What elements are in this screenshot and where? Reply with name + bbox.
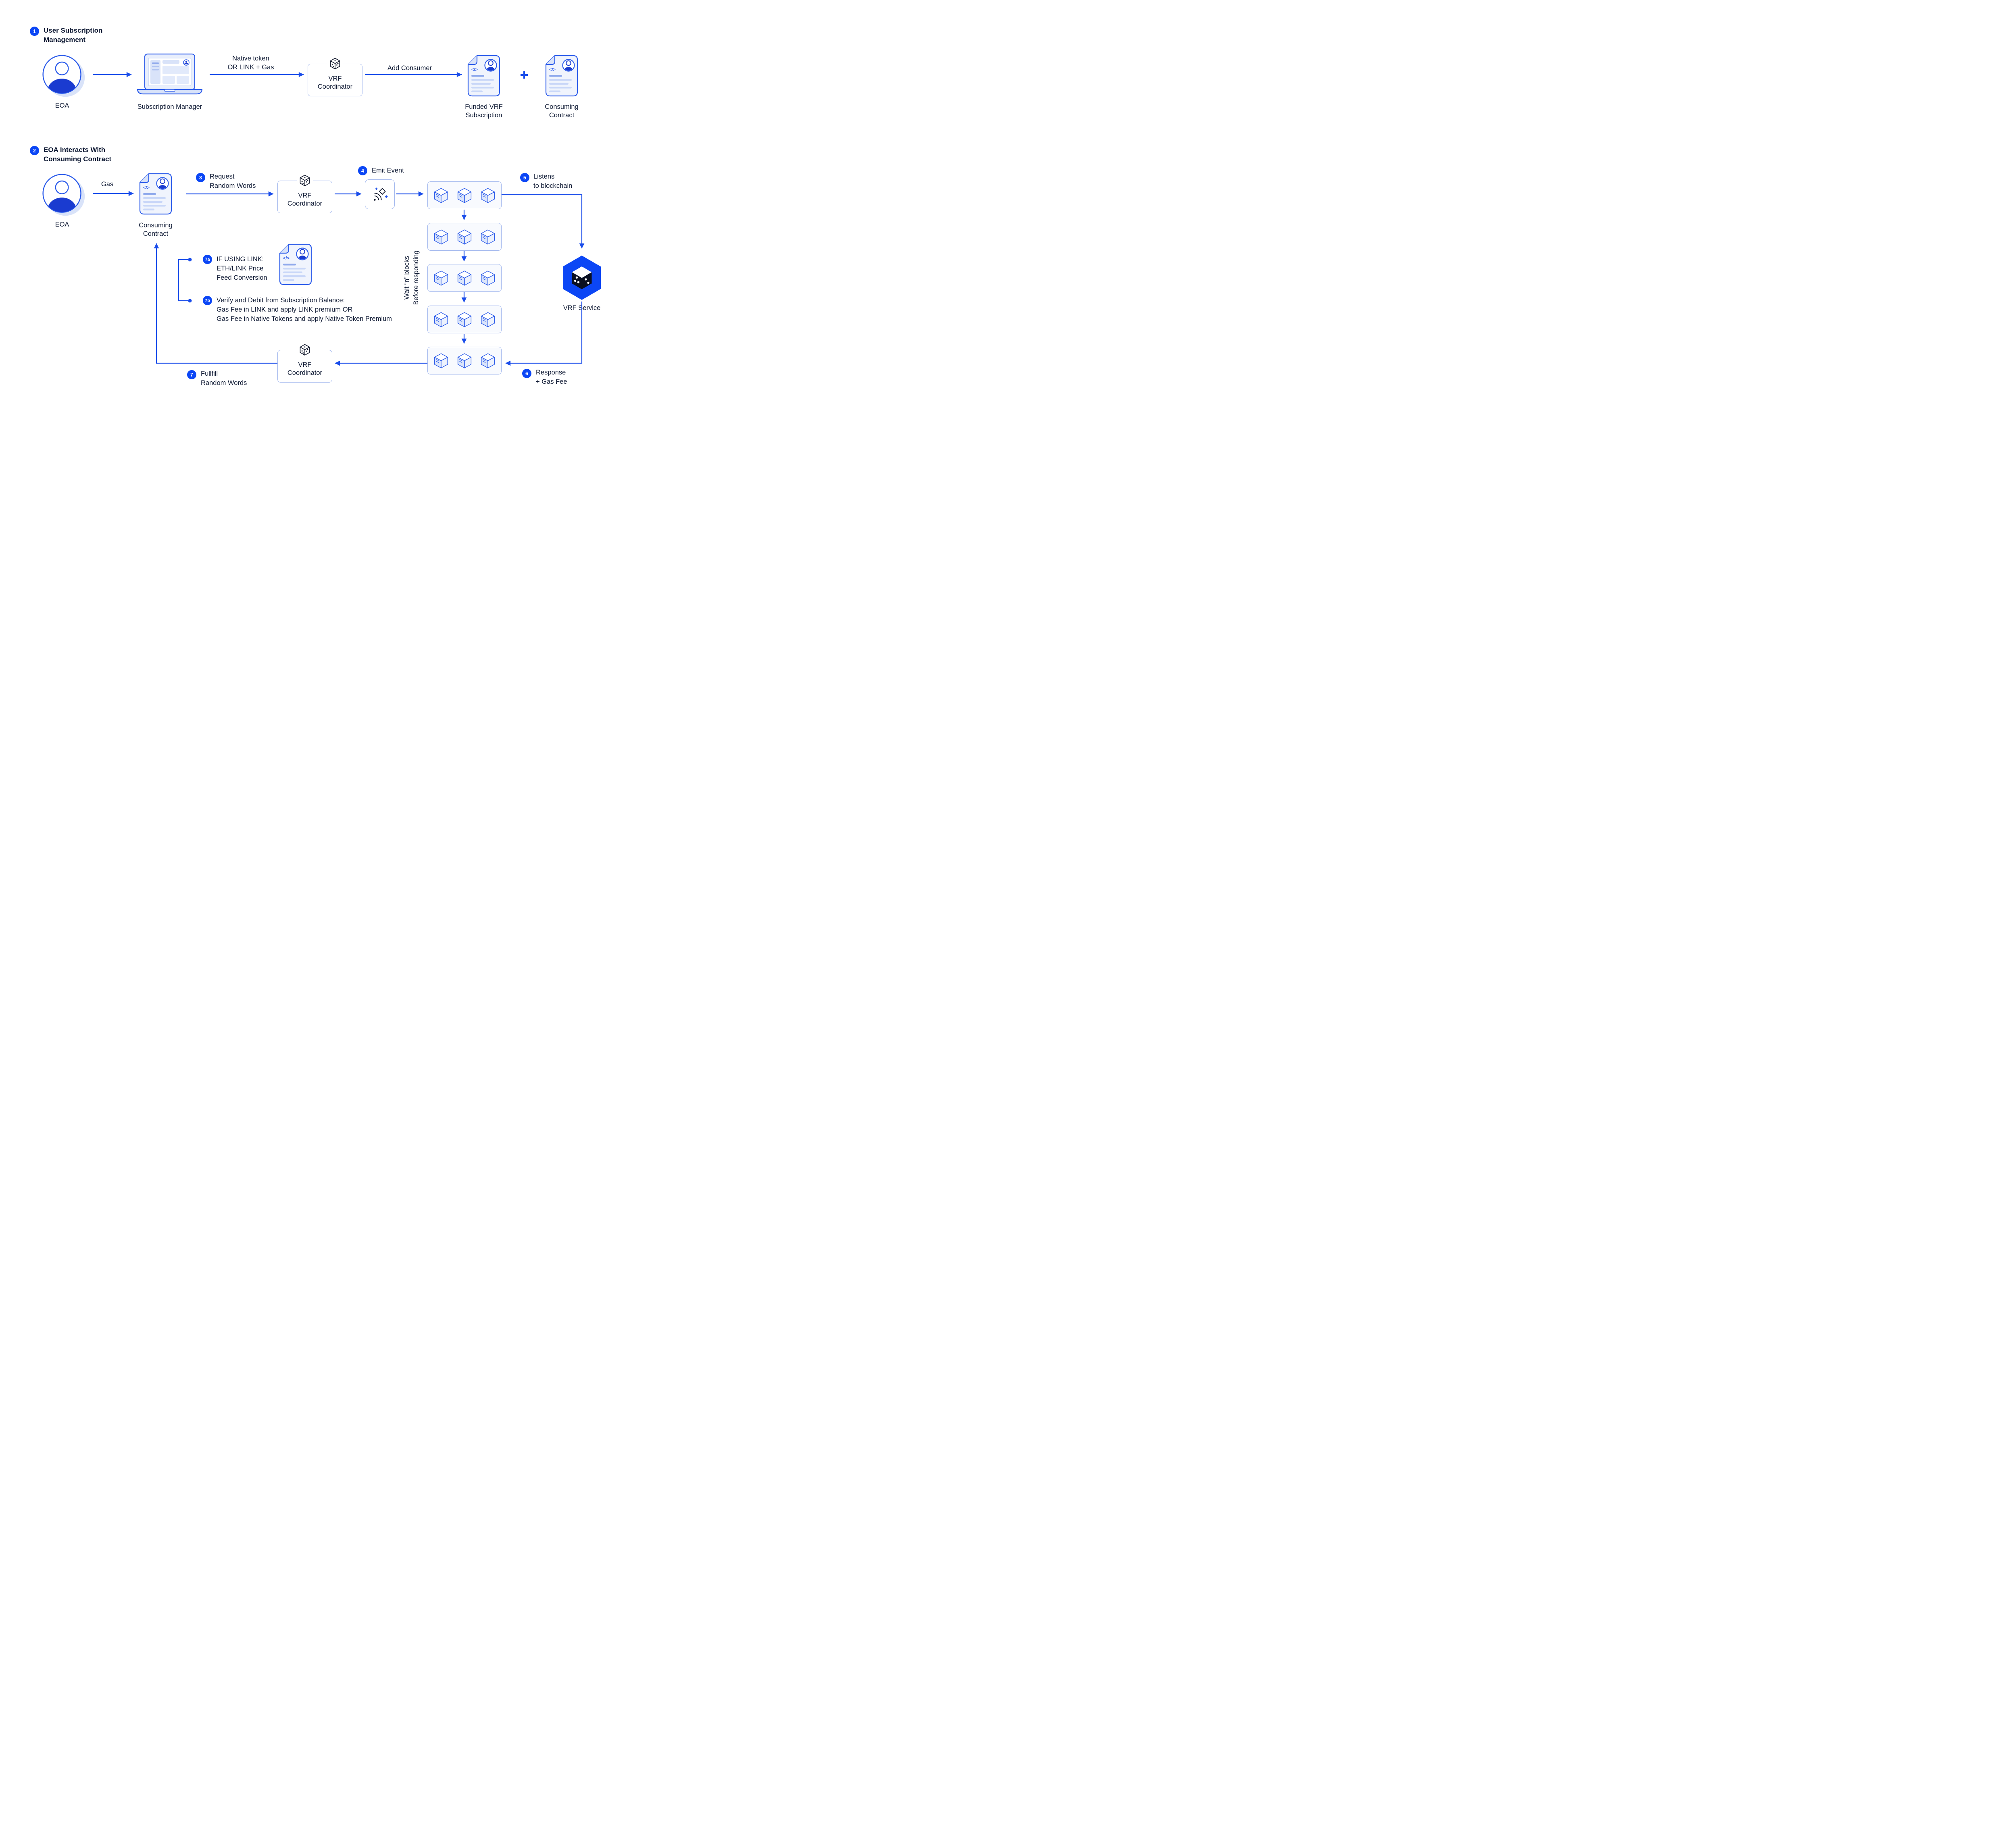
funded-vrf-subscription-label: Funded VRF Subscription: [465, 103, 503, 119]
broadcast-icon: [371, 185, 389, 204]
step-label-6: Response + Gas Fee: [536, 369, 567, 385]
step-label-3: Request Random Words: [210, 173, 256, 189]
funded-vrf-subscription-document-icon: [466, 54, 502, 98]
block-cube-icon: [433, 270, 449, 287]
subscription-manager-label: Subscription Manager: [137, 103, 202, 110]
blockchain-row-2: [427, 223, 502, 251]
consuming-contract-document-icon: [544, 54, 580, 98]
blockchain-row-1: [427, 181, 502, 209]
eoa2-label: EOA: [55, 221, 69, 228]
step-label-7: Fullfill Random Words: [201, 370, 247, 387]
arrow-vrf-service-response-to-blockchain: [505, 302, 583, 366]
block-cube-icon: [480, 311, 496, 328]
step-badge-7: 7: [187, 370, 196, 379]
dice-icon: [327, 57, 343, 70]
eoa-avatar-icon-2: [40, 171, 86, 218]
block-cube-icon: [480, 352, 496, 369]
block-cube-icon: [433, 229, 449, 245]
emit-event-box: [365, 179, 395, 209]
arrow-fulfill-to-consuming-contract: [154, 243, 277, 364]
vrf-coordinator-box-2: VRF Coordinator: [277, 174, 332, 213]
step-label-7a: IF USING LINK: ETH/LINK Price Feed Conve…: [217, 256, 267, 281]
vrf-coordinator-label: VRF Coordinator: [317, 75, 353, 90]
block-cube-icon: [456, 352, 473, 369]
step-badge-7b: 7b: [203, 296, 212, 305]
step-badge-3: 3: [196, 173, 205, 182]
block-cube-icon: [480, 270, 496, 287]
vrf-coordinator-label: VRF Coordinator: [287, 361, 323, 377]
price-feed-document-icon: [277, 243, 314, 286]
block-cube-icon: [480, 187, 496, 204]
blockchain-row-5: [427, 347, 502, 374]
native-token-edge-label: Native token OR LINK + Gas: [227, 55, 274, 71]
step-badge-5: 5: [520, 173, 529, 182]
vrf-coordinator-label: VRF Coordinator: [287, 191, 323, 207]
blockchain-row-4: [427, 306, 502, 333]
blockchain-row-3: [427, 264, 502, 292]
step-label-4: Emit Event: [372, 167, 404, 174]
step-badge-4: 4: [358, 166, 367, 175]
vrf-coordinator-box-1: VRF Coordinator: [308, 57, 362, 96]
vrf-coordinator-box-3: VRF Coordinator: [277, 343, 332, 383]
gas-edge-label: Gas: [101, 181, 114, 188]
add-consumer-edge-label: Add Consumer: [387, 64, 432, 72]
consuming-contract-label: Consuming Contract: [545, 103, 579, 119]
dice-icon: [297, 174, 313, 187]
block-cube-icon: [456, 229, 473, 245]
vrf-subscription-flow-diagram: </>: [0, 0, 629, 429]
plus-sign: +: [520, 67, 529, 83]
step-badge-1: 1: [30, 27, 39, 36]
vrf-service-hexagon-icon: [562, 255, 602, 301]
step-badge-6: 6: [522, 369, 531, 378]
eoa-label: EOA: [55, 102, 69, 109]
block-cube-icon: [456, 311, 473, 328]
step-label-5: Listens to blockchain: [533, 173, 573, 189]
block-cube-icon: [456, 187, 473, 204]
dice-icon: [297, 343, 313, 356]
bracket-dot-7a: [188, 258, 192, 262]
block-cube-icon: [433, 311, 449, 328]
block-cube-icon: [433, 352, 449, 369]
section1-title: User Subscription Management: [44, 27, 103, 44]
step-label-7b: Verify and Debit from Subscription Balan…: [217, 297, 392, 322]
bracket-7a-7b: [178, 259, 188, 302]
block-cube-icon: [433, 187, 449, 204]
step-badge-2: 2: [30, 146, 39, 155]
consuming-contract2-label: Consuming Contract: [139, 222, 173, 237]
block-cube-icon: [480, 229, 496, 245]
bracket-dot-7b: [188, 299, 192, 303]
connector-layer: [93, 72, 585, 366]
subscription-manager-laptop-icon: [133, 53, 206, 98]
arrow-blockchain-to-vrf-service: [501, 194, 585, 249]
eoa-avatar-icon: [40, 52, 86, 99]
block-cube-icon: [456, 270, 473, 287]
step-badge-7a: 7a: [203, 255, 212, 264]
section2-title: EOA Interacts With Consuming Contract: [44, 146, 112, 163]
consuming-contract-document-icon-2: [137, 172, 174, 216]
